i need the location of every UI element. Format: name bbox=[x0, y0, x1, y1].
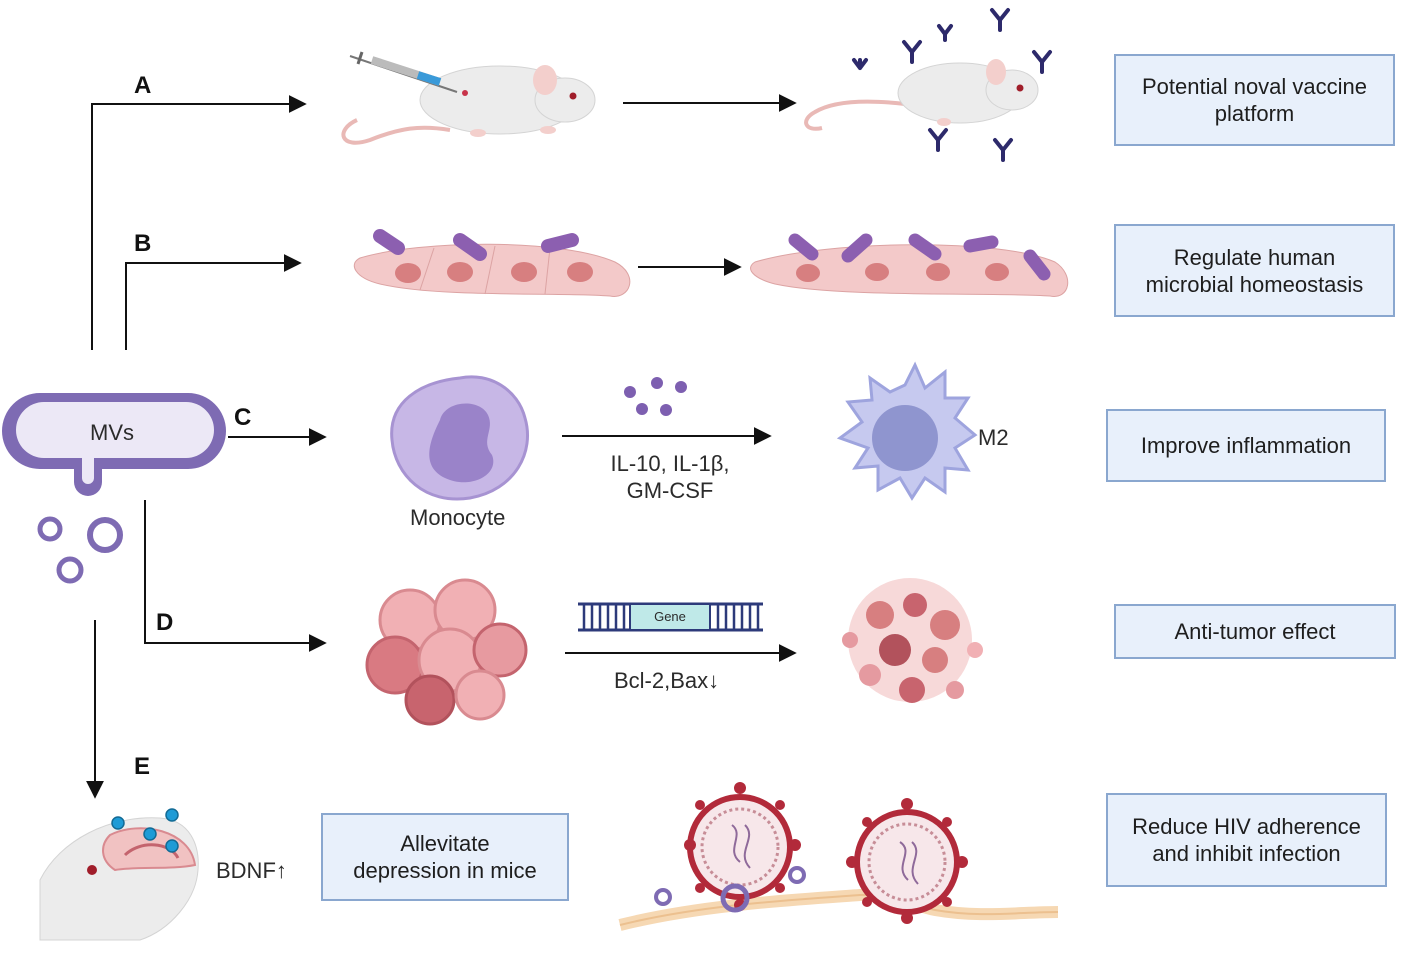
monocyte-cell bbox=[390, 375, 530, 501]
bcl-label: Bcl-2,Bax↓ bbox=[614, 668, 720, 693]
bdnf-dots bbox=[111, 808, 179, 853]
mouse-immunized bbox=[804, 59, 1039, 131]
dying-tumor-cells bbox=[842, 578, 983, 703]
gene-dna bbox=[578, 602, 763, 632]
outcome-box-e: Allevitate depression in mice bbox=[321, 813, 569, 901]
epithelial-cells-before bbox=[353, 243, 631, 297]
m2-label: M2 bbox=[978, 425, 1009, 450]
mouse-injected bbox=[341, 65, 596, 145]
outcome-box-hiv: Reduce HIV adherence and inhibit infecti… bbox=[1106, 793, 1387, 887]
outcome-a-line-2: platform bbox=[1214, 101, 1295, 126]
hiv-virion-2 bbox=[846, 798, 968, 924]
branch-letter-b: B bbox=[134, 230, 152, 257]
bacteria-before bbox=[373, 229, 579, 261]
mouse-brain bbox=[39, 817, 199, 941]
outcome-box-d: Anti-tumor effect bbox=[1114, 604, 1396, 659]
outcome-box-a: Potential noval vaccine platform bbox=[1114, 54, 1395, 146]
outcome-box-c: Improve inflammation bbox=[1106, 409, 1386, 482]
cytokine-dots bbox=[624, 377, 687, 416]
hiv-virion-1 bbox=[684, 782, 801, 911]
branch-letter-c: C bbox=[234, 404, 252, 431]
cytokines-line-1: IL-10, IL-1β, bbox=[610, 451, 730, 476]
m2-macrophage bbox=[836, 361, 978, 501]
mvs-vesicle bbox=[2, 393, 226, 584]
cytokines-line-2: GM-CSF bbox=[626, 478, 714, 503]
outcome-box-b: Regulate human microbial homeostasis bbox=[1114, 224, 1395, 317]
outcome-hiv-line-1: Reduce HIV adherence bbox=[1132, 814, 1361, 839]
connector-lines bbox=[86, 94, 797, 799]
vesicle-small-2 bbox=[87, 517, 123, 553]
syringe-icon bbox=[349, 51, 458, 93]
connector-a bbox=[91, 95, 307, 350]
bdnf-label: BDNF↑ bbox=[216, 858, 287, 883]
cytokines-label: IL-10, IL-1β, GM-CSF bbox=[590, 450, 750, 504]
monocyte-label: Monocyte bbox=[410, 505, 506, 530]
bacteria-after bbox=[788, 233, 1051, 281]
epithelial-cells-after bbox=[750, 244, 1069, 297]
outcome-b-line-2: microbial homeostasis bbox=[1145, 271, 1364, 297]
branch-letter-a: A bbox=[134, 72, 152, 99]
connector-b bbox=[125, 254, 302, 350]
branch-letter-d: D bbox=[156, 609, 174, 636]
vesicle-small-1 bbox=[37, 516, 63, 542]
branch-letter-e: E bbox=[134, 753, 151, 780]
tumor-cluster bbox=[365, 578, 528, 726]
hiv-vesicles bbox=[654, 866, 806, 913]
hiv-membrane bbox=[618, 888, 1059, 931]
outcome-d-line-1: Anti-tumor effect bbox=[1174, 619, 1336, 644]
gene-label: Gene bbox=[654, 609, 686, 624]
outcome-b-line-1: Regulate human bbox=[1173, 244, 1336, 270]
antibody-icons bbox=[852, 8, 1052, 162]
outcome-hiv-line-2: and inhibit infection bbox=[1152, 841, 1341, 866]
outcome-c-line-1: Improve inflammation bbox=[1140, 433, 1352, 458]
vesicle-small-3 bbox=[56, 556, 84, 584]
outcome-e-line-1: Allevitate bbox=[400, 831, 490, 856]
mvs-label: MVs bbox=[90, 420, 134, 445]
outcome-a-line-1: Potential noval vaccine bbox=[1141, 74, 1368, 99]
outcome-e-line-2: depression in mice bbox=[353, 858, 537, 883]
connector-d bbox=[144, 500, 327, 652]
